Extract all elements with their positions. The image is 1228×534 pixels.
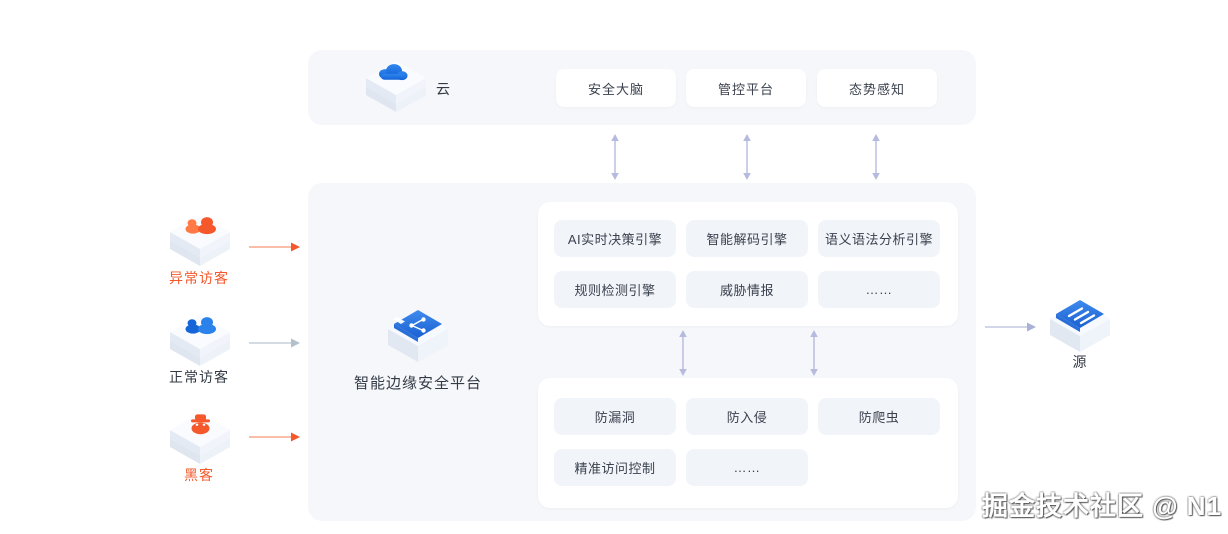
hacker-icon [170, 413, 230, 464]
edge-platform-box-icon [388, 310, 448, 362]
chip-anti-intrusion[interactable]: 防入侵 [686, 398, 808, 435]
chip-anti-vulnerability[interactable]: 防漏洞 [554, 398, 676, 435]
normal-visitor-icon [170, 315, 230, 366]
arrow-right-icon [985, 322, 1036, 332]
cloud-box-icon [366, 61, 426, 112]
chip-protections-more[interactable]: …… [686, 449, 808, 486]
engines-card: AI实时决策引擎 智能解码引擎 语义语法分析引擎 规则检测引擎 威胁情报 …… [538, 202, 958, 326]
chip-anti-crawler[interactable]: 防爬虫 [818, 398, 940, 435]
chip-semantic-syntax-engine[interactable]: 语义语法分析引擎 [818, 220, 940, 257]
chip-control-platform[interactable]: 管控平台 [686, 69, 806, 107]
protections-card: 防漏洞 防入侵 防爬虫 精准访问控制 …… [538, 378, 958, 508]
source-label: 源 [1072, 354, 1088, 370]
double-arrow-icon [872, 134, 880, 180]
actor-label-abnormal-visitor: 异常访客 [169, 270, 229, 286]
cloud-label: 云 [436, 81, 451, 97]
abnormal-visitor-icon [170, 215, 230, 266]
chip-rule-detect-engine[interactable]: 规则检测引擎 [554, 271, 676, 308]
watermark: 掘金技术社区 @ N1 [982, 491, 1223, 521]
chip-engines-more[interactable]: …… [818, 271, 940, 308]
arrow-right-icon [249, 338, 300, 348]
chip-threat-intel[interactable]: 威胁情报 [686, 271, 808, 308]
chip-ai-decision-engine[interactable]: AI实时决策引擎 [554, 220, 676, 257]
double-arrow-icon [679, 330, 687, 376]
server-source-box-icon [1050, 300, 1110, 352]
chip-security-brain[interactable]: 安全大脑 [556, 69, 676, 107]
platform-label: 智能边缘安全平台 [353, 375, 482, 392]
actor-label-hacker: 黑客 [184, 467, 214, 483]
arrow-right-icon [249, 432, 300, 442]
chip-situation-awareness[interactable]: 态势感知 [817, 69, 937, 107]
actor-label-normal-visitor: 正常访客 [169, 369, 229, 385]
arrow-right-icon [249, 242, 300, 252]
chip-smart-decode-engine[interactable]: 智能解码引擎 [686, 220, 808, 257]
double-arrow-icon [743, 134, 751, 180]
chip-precise-access-control[interactable]: 精准访问控制 [554, 449, 676, 486]
double-arrow-icon [611, 134, 619, 180]
double-arrow-icon [810, 330, 818, 376]
